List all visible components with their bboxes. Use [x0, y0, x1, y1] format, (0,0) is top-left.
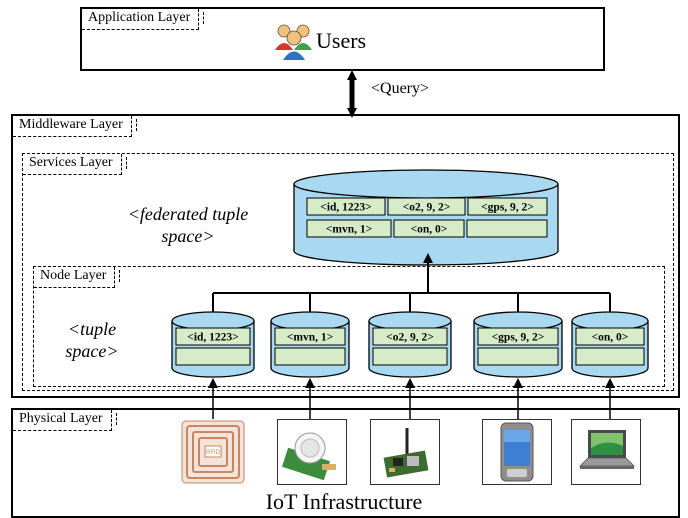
- node-tuple-cell-text: <o2, 9, 2>: [386, 332, 434, 344]
- rfid-text: RFID: [206, 450, 221, 456]
- node-tuple-space-cylinder-top: [473, 311, 563, 331]
- application-layer: Application Layer: [80, 7, 605, 71]
- tree-trunk-arrow-head: [423, 253, 433, 263]
- federated-tuple-cell-text: <on, 0>: [411, 224, 448, 236]
- node-tuple-cell-empty: [477, 347, 559, 366]
- federated-tuple-cell-text: <mvn, 1>: [326, 224, 372, 236]
- federated-tuple-cell: [467, 197, 548, 216]
- device-uplink-arrow-head: [513, 378, 523, 388]
- services-layer: Services Layer: [22, 153, 674, 391]
- federated-tuple-space-label: <federated tuple space>: [127, 204, 249, 246]
- federated-tuple-cell-text: <id, 1223>: [320, 202, 371, 214]
- pir-sensor-icon: [281, 432, 336, 481]
- tuple-space-label: <tuple space>: [65, 319, 119, 361]
- users-label: Users: [316, 28, 367, 53]
- node-tuple-cell-text: <id, 1223>: [187, 332, 238, 344]
- node-tuple-cell: [575, 327, 645, 346]
- node-tuple-cell-empty: [372, 347, 448, 366]
- node-tuple-space-cylinder-top: [571, 311, 649, 331]
- laptop-device: [571, 419, 641, 485]
- node-tuple-space-cylinder-top: [171, 311, 255, 331]
- laptop-icon: [579, 430, 635, 469]
- application-layer-tag: Application Layer: [82, 9, 205, 30]
- motion-sensor-device: [277, 419, 347, 485]
- node-tuple-cell: [175, 327, 251, 346]
- physical-layer-tag: Physical Layer: [13, 410, 117, 431]
- rfid-device: RFID: [178, 419, 248, 485]
- node-tuple-cell: [477, 327, 559, 346]
- node-tuple-cell-empty: [575, 347, 645, 366]
- middleware-layer-tag: Middleware Layer: [13, 116, 137, 137]
- node-tuple-cell: [274, 327, 346, 346]
- circuit-board-icon: [383, 428, 429, 478]
- node-tuple-cell-empty: [274, 347, 346, 366]
- query-arrow-down-head: [347, 108, 357, 118]
- federated-tuple-cell: [387, 197, 466, 216]
- node-tuple-cell-text: <gps, 9, 2>: [492, 332, 545, 344]
- federated-tuple-cell: [306, 219, 392, 238]
- device-uplink-arrow-head: [208, 378, 218, 388]
- iot-infrastructure-label: IoT Infrastructure: [265, 489, 423, 514]
- node-tuple-space-cylinder-top: [368, 311, 452, 331]
- federated-tuple-cell-text: <gps, 9, 2>: [481, 202, 534, 214]
- sensor-board-device: [370, 419, 440, 485]
- federated-tuple-cell: [306, 197, 386, 216]
- node-layer: Node Layer: [33, 266, 665, 387]
- device-uplink-arrow-head: [305, 378, 315, 388]
- query-label: <Query>: [371, 80, 430, 97]
- device-uplink-arrow-head: [605, 378, 615, 388]
- federated-tuple-cell-text: <o2, 9, 2>: [403, 202, 451, 214]
- node-tuple-cell: [372, 327, 448, 346]
- node-tuple-cell-text: <mvn, 1>: [287, 332, 333, 344]
- node-tuple-cell-empty: [175, 347, 251, 366]
- federated-tuple-cell-empty: [466, 219, 548, 238]
- federated-tuple-cell: [393, 219, 465, 238]
- query-arrow-up-head: [347, 70, 357, 80]
- federated-tuple-space-cylinder-top: [293, 169, 559, 199]
- smartphone-icon: [500, 422, 534, 482]
- node-tuple-space-cylinder-top: [270, 311, 350, 331]
- rfid-icon: RFID: [181, 420, 245, 484]
- device-uplink-arrow-head: [405, 378, 415, 388]
- services-layer-tag: Services Layer: [23, 154, 127, 175]
- node-tuple-cell-text: <on, 0>: [592, 332, 629, 344]
- smartphone-device: [482, 419, 552, 485]
- node-layer-tag: Node Layer: [34, 267, 121, 288]
